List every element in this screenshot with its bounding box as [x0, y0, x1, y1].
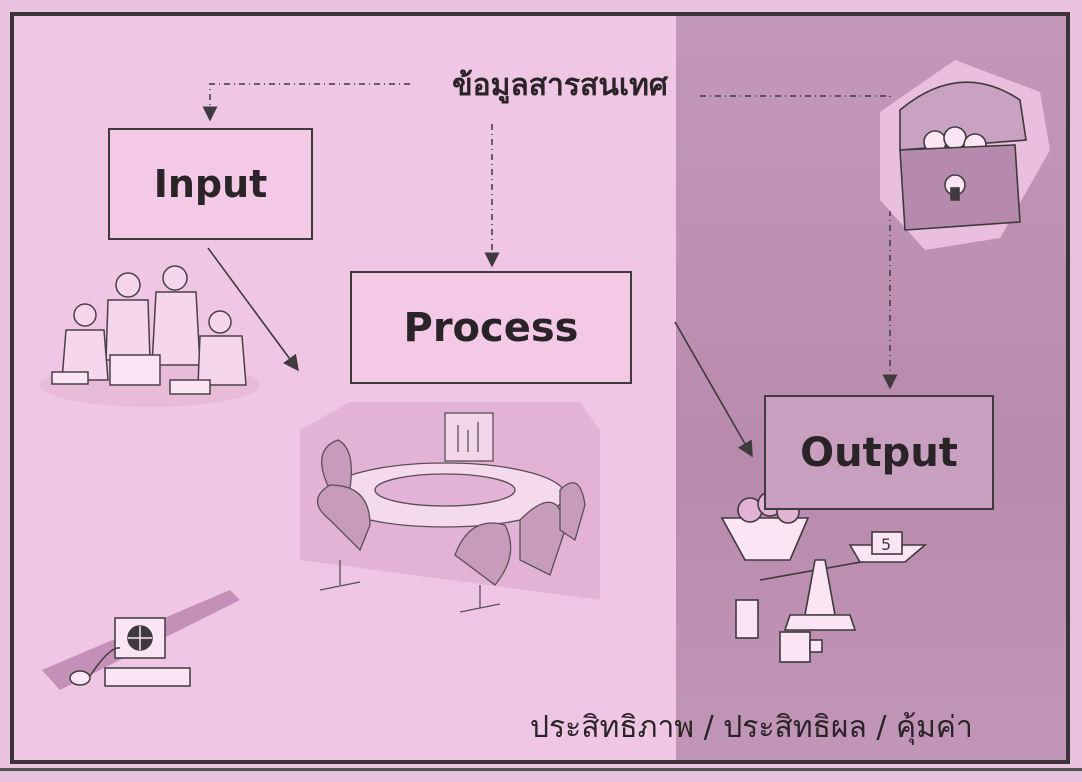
people-group-illustration	[40, 265, 260, 407]
arrow-process-to-output	[674, 321, 753, 458]
computer-illustration	[42, 590, 240, 690]
output-box: Output	[764, 395, 994, 510]
bottom-edge-line	[0, 768, 1082, 771]
process-box: Process	[350, 271, 632, 384]
arrow-input-to-process	[207, 247, 299, 372]
flow-arrows	[207, 247, 753, 458]
input-box: Input	[108, 128, 313, 240]
info-connectors	[202, 83, 898, 390]
information-label: ข้อมูลสารสนเทศ	[452, 68, 668, 103]
treasure-chest-illustration	[880, 60, 1050, 250]
scale-weight-label: 5	[881, 535, 891, 554]
scale-fruit-illustration: 5	[720, 491, 928, 663]
outcome-label: ประสิทธิภาพ / ประสิทธิผล / คุ้มค่า	[530, 710, 973, 745]
info-line-to-input	[202, 83, 410, 122]
conference-table-illustration	[300, 402, 600, 613]
info-line-to-chest	[700, 95, 891, 100]
